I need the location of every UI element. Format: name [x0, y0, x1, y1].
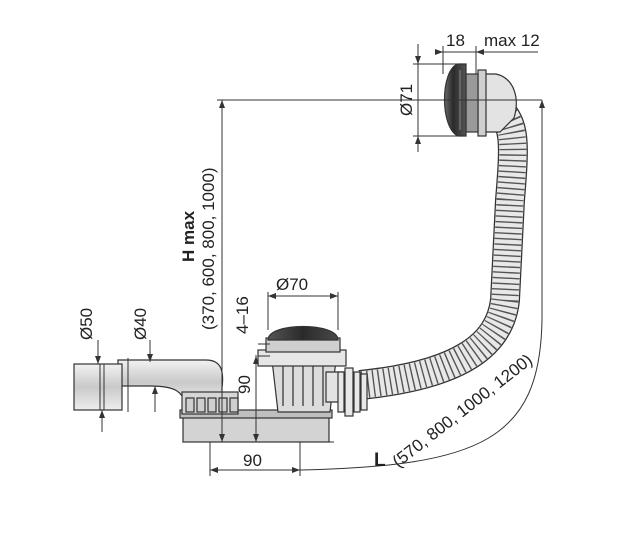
- corrugated-hose: [358, 97, 528, 400]
- label-width-18: 18: [446, 31, 465, 50]
- label-d40: Ø40: [131, 308, 150, 340]
- label-d50: Ø50: [77, 308, 96, 340]
- label-max-12: max 12: [484, 31, 540, 50]
- outlet-pipe: [73, 358, 239, 415]
- label-d70: Ø70: [276, 275, 308, 294]
- arrowheads: [95, 49, 545, 473]
- drain-cap: [267, 326, 339, 341]
- label-hmax-values: (370, 600, 800, 1000): [199, 167, 218, 330]
- label-hmax-title: H max: [179, 210, 198, 262]
- overflow-assembly: [443, 63, 517, 137]
- label-d71: Ø71: [397, 84, 416, 116]
- label-gap: 4–16: [233, 296, 252, 334]
- label-l-title: L: [374, 450, 386, 471]
- label-width-90: 90: [243, 451, 262, 470]
- label-height-90: 90: [235, 375, 254, 394]
